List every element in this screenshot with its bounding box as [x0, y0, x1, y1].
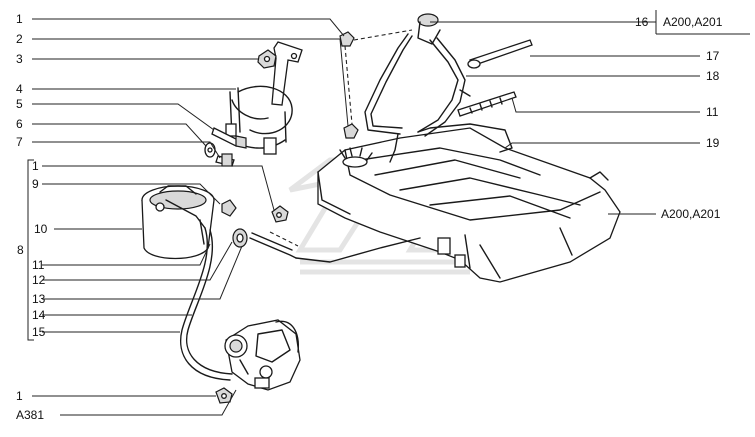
nut-3 [257, 49, 277, 69]
callout-5: 5 [16, 97, 23, 111]
leader-lines [27, 18, 349, 416]
callout-12: 12 [32, 273, 46, 287]
dashed-link-2 [353, 29, 413, 41]
group-label-8: 8 [17, 243, 24, 257]
callout-18: 18 [706, 69, 720, 83]
callout-9: 9 [32, 177, 39, 191]
callout-11: 11 [32, 258, 45, 272]
ref-bottom-left: A381 [16, 408, 44, 422]
callout-10: 10 [34, 222, 48, 236]
nut-mid [343, 123, 359, 139]
callout-15: 15 [32, 325, 46, 339]
vapor-hose [180, 227, 421, 381]
callout-14: 14 [32, 308, 46, 322]
callout-2: 2 [16, 32, 23, 46]
leader-lines-right [430, 10, 750, 215]
clip-9 [221, 199, 237, 217]
ref-tank: A200,A201 [661, 207, 721, 221]
fuel-tank [317, 127, 621, 283]
hose-clamp-tie [457, 91, 517, 117]
callout-16: 16 [635, 15, 649, 29]
evap-canister [141, 185, 215, 260]
valve-12-13 [232, 228, 248, 248]
callout-labels-left: 1 2 3 4 5 6 7 1 9 10 11 12 13 14 15 1 8 [16, 12, 48, 403]
callout-17: 17 [706, 49, 720, 63]
callout-13: 13 [32, 292, 46, 306]
dashed-link [344, 45, 353, 125]
washer-6 [204, 142, 216, 158]
hose-clamp [467, 39, 533, 69]
callout-19: 19 [706, 136, 720, 150]
callout-6: 6 [16, 117, 23, 131]
bolt-5 [211, 127, 247, 149]
reference-labels: A200,A201 A200,A201 A381 [16, 15, 723, 422]
callout-1-group: 1 [32, 159, 39, 173]
callout-1-bottom: 1 [16, 389, 23, 403]
ref-top-right: A200,A201 [663, 15, 723, 29]
throttle-body [224, 319, 301, 391]
nut-1-group [271, 205, 289, 223]
callout-7: 7 [16, 135, 23, 149]
callout-4: 4 [16, 82, 23, 96]
filler-neck [364, 13, 513, 163]
callout-3: 3 [16, 52, 23, 66]
callout-1: 1 [16, 12, 23, 26]
callout-labels-right: 16 17 18 11 19 [635, 15, 720, 150]
callout-11-right: 11 [706, 105, 719, 119]
